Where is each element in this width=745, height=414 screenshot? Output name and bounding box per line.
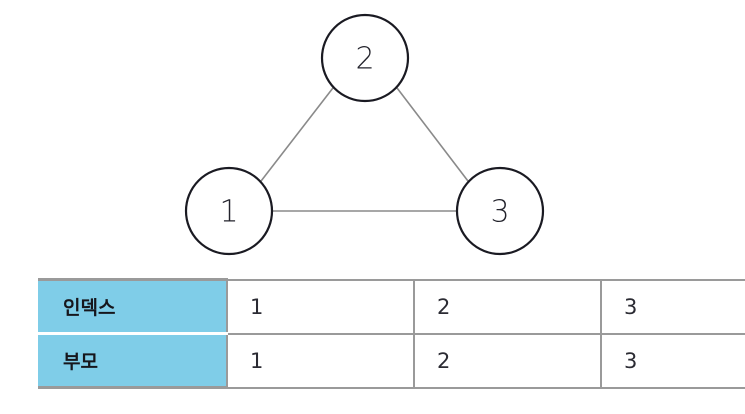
index-value-cell-3: 3 — [600, 278, 745, 334]
node-label-1: 1 — [219, 195, 238, 230]
row-header-index: 인덱스 — [38, 278, 227, 335]
node-label-3: 3 — [490, 195, 509, 230]
graph-figure: 1 2 3 — [184, 13, 545, 256]
graph-node-2[interactable]: 2 — [320, 13, 410, 103]
graph-node-1[interactable]: 1 — [184, 166, 274, 256]
node-circle-1 — [184, 166, 274, 256]
index-value-cell-1: 1 — [226, 278, 414, 334]
node-circle-3 — [455, 166, 545, 256]
node-label-2: 2 — [355, 42, 374, 77]
parent-value-cell-2: 2 — [413, 332, 601, 389]
table-row-index: 인덱스 1 2 3 — [38, 278, 745, 335]
graph-canvas: 1 2 3 — [184, 13, 545, 256]
graph-edge-1-2 — [259, 86, 335, 183]
graph-edge-2-3 — [395, 86, 470, 183]
row-header-parent: 부모 — [38, 332, 227, 389]
parent-value-cell-1: 1 — [226, 332, 414, 389]
graph-node-3[interactable]: 3 — [455, 166, 545, 256]
index-value-cell-2: 2 — [413, 278, 601, 334]
index-parent-table: 인덱스 1 2 3 부모 1 2 3 — [38, 278, 745, 389]
table-row-parent: 부모 1 2 3 — [38, 332, 745, 389]
parent-value-cell-3: 3 — [600, 332, 745, 389]
node-circle-2 — [320, 13, 410, 103]
